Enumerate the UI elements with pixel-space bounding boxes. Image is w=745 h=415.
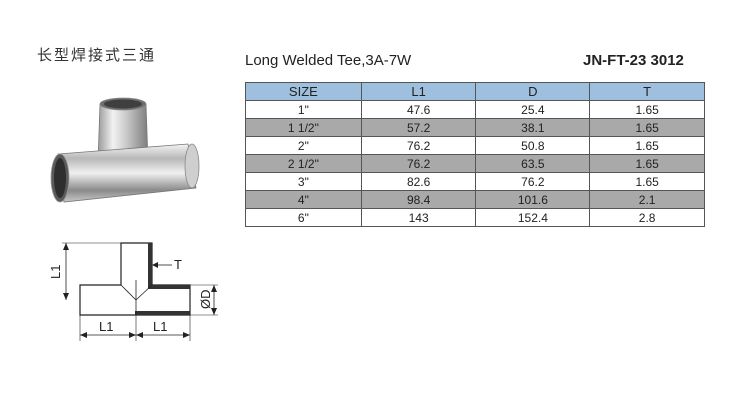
- l1-right-label: L1: [153, 319, 167, 334]
- cell-l1: 143: [360, 208, 477, 227]
- cell-size: 1 1/2": [245, 118, 362, 137]
- table-row: 4" 98.4 101.6 2.1: [245, 190, 705, 209]
- od-label: ØD: [198, 290, 213, 310]
- cell-t: 2.8: [589, 208, 705, 227]
- chinese-title: 长型焊接式三通: [37, 46, 157, 64]
- cell-l1: 76.2: [360, 136, 477, 155]
- tee-dimension-drawing: L1 T ØD L1 L1: [48, 242, 218, 341]
- header-d: D: [475, 82, 591, 101]
- english-title: Long Welded Tee,3A-7W: [245, 52, 412, 69]
- cell-l1: 98.4: [360, 190, 477, 209]
- table-header-row: SIZE L1 D T: [245, 82, 705, 101]
- cell-l1: 57.2: [360, 118, 477, 137]
- l1-vertical-label: L1: [48, 265, 63, 279]
- cell-d: 63.5: [475, 154, 591, 173]
- table-row: 2" 76.2 50.8 1.65: [245, 136, 705, 155]
- cell-t: 1.65: [589, 136, 705, 155]
- cell-d: 76.2: [475, 172, 591, 191]
- header-size: SIZE: [245, 82, 362, 101]
- table-row: 3" 82.6 76.2 1.65: [245, 172, 705, 191]
- cell-size: 2 1/2": [245, 154, 362, 173]
- cell-t: 2.1: [589, 190, 705, 209]
- l1-left-label: L1: [99, 319, 113, 334]
- tee-fitting-photo: [50, 97, 200, 203]
- cell-t: 1.65: [589, 172, 705, 191]
- cell-d: 25.4: [475, 100, 591, 119]
- spec-table: SIZE L1 D T 1" 47.6 25.4 1.65 1 1/2" 57.…: [245, 82, 705, 227]
- cell-d: 152.4: [475, 208, 591, 227]
- cell-d: 101.6: [475, 190, 591, 209]
- cell-d: 50.8: [475, 136, 591, 155]
- cell-d: 38.1: [475, 118, 591, 137]
- t-label: T: [174, 257, 182, 272]
- product-code: JN-FT-23 3012: [583, 52, 684, 69]
- cell-size: 1": [245, 100, 362, 119]
- table-row: 2 1/2" 76.2 63.5 1.65: [245, 154, 705, 173]
- cell-size: 4": [245, 190, 362, 209]
- cell-t: 1.65: [589, 100, 705, 119]
- table-row: 6" 143 152.4 2.8: [245, 208, 705, 227]
- cell-l1: 82.6: [360, 172, 477, 191]
- table-row: 1" 47.6 25.4 1.65: [245, 100, 705, 119]
- cell-t: 1.65: [589, 118, 705, 137]
- header-t: T: [589, 82, 705, 101]
- cell-t: 1.65: [589, 154, 705, 173]
- header-l1: L1: [360, 82, 477, 101]
- cell-l1: 47.6: [360, 100, 477, 119]
- cell-size: 3": [245, 172, 362, 191]
- cell-l1: 76.2: [360, 154, 477, 173]
- cell-size: 2": [245, 136, 362, 155]
- cell-size: 6": [245, 208, 362, 227]
- table-row: 1 1/2" 57.2 38.1 1.65: [245, 118, 705, 137]
